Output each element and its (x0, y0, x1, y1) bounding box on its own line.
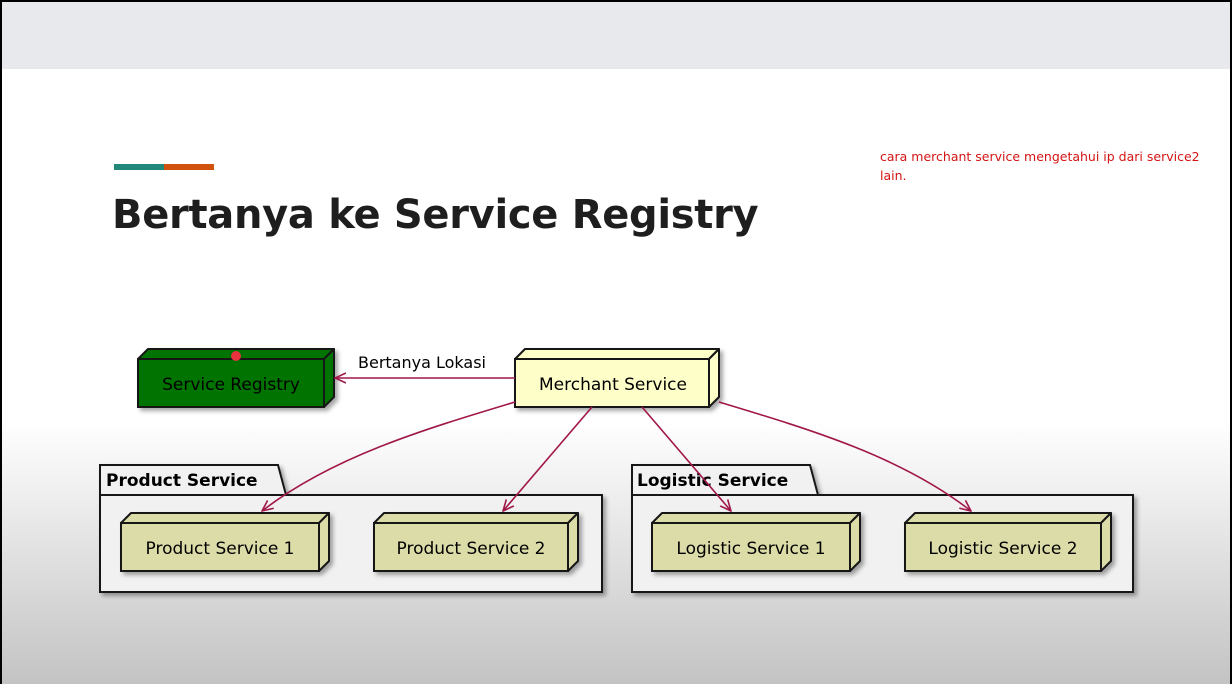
accent-bar-orange (164, 164, 214, 170)
package-label-logistic-service: Logistic Service (637, 471, 788, 491)
node-product-service-1: Product Service 1 (120, 512, 330, 572)
node-label-logistic-service-2: Logistic Service 2 (928, 539, 1077, 559)
registry-marker-dot (231, 351, 241, 361)
edge-merchant-to-logistic-2 (718, 401, 971, 511)
edge-label-ask-location: Bertanya Lokasi (358, 353, 486, 372)
node-product-service-2: Product Service 2 (373, 512, 579, 572)
node-label-product-service-2: Product Service 2 (397, 539, 546, 559)
edge-merchant-to-logistic-1 (641, 406, 731, 511)
node-label-merchant-service: Merchant Service (539, 375, 687, 395)
node-label-product-service-1: Product Service 1 (146, 539, 295, 559)
edge-merchant-to-product-1 (262, 401, 516, 511)
edge-merchant-to-product-2 (503, 406, 593, 511)
node-label-logistic-service-1: Logistic Service 1 (676, 539, 825, 559)
speaker-note: cara merchant service mengetahui ip dari… (880, 149, 1200, 183)
top-band (2, 2, 1230, 69)
node-label-service-registry: Service Registry (162, 375, 300, 395)
node-logistic-service-1: Logistic Service 1 (651, 512, 861, 572)
node-merchant-service: Merchant Service (514, 348, 720, 408)
node-logistic-service-2: Logistic Service 2 (904, 512, 1112, 572)
slide-title: Bertanya ke Service Registry (112, 192, 759, 238)
accent-bar-teal (114, 164, 164, 170)
node-service-registry: Service Registry (137, 348, 335, 408)
package-label-product-service: Product Service (106, 471, 258, 491)
